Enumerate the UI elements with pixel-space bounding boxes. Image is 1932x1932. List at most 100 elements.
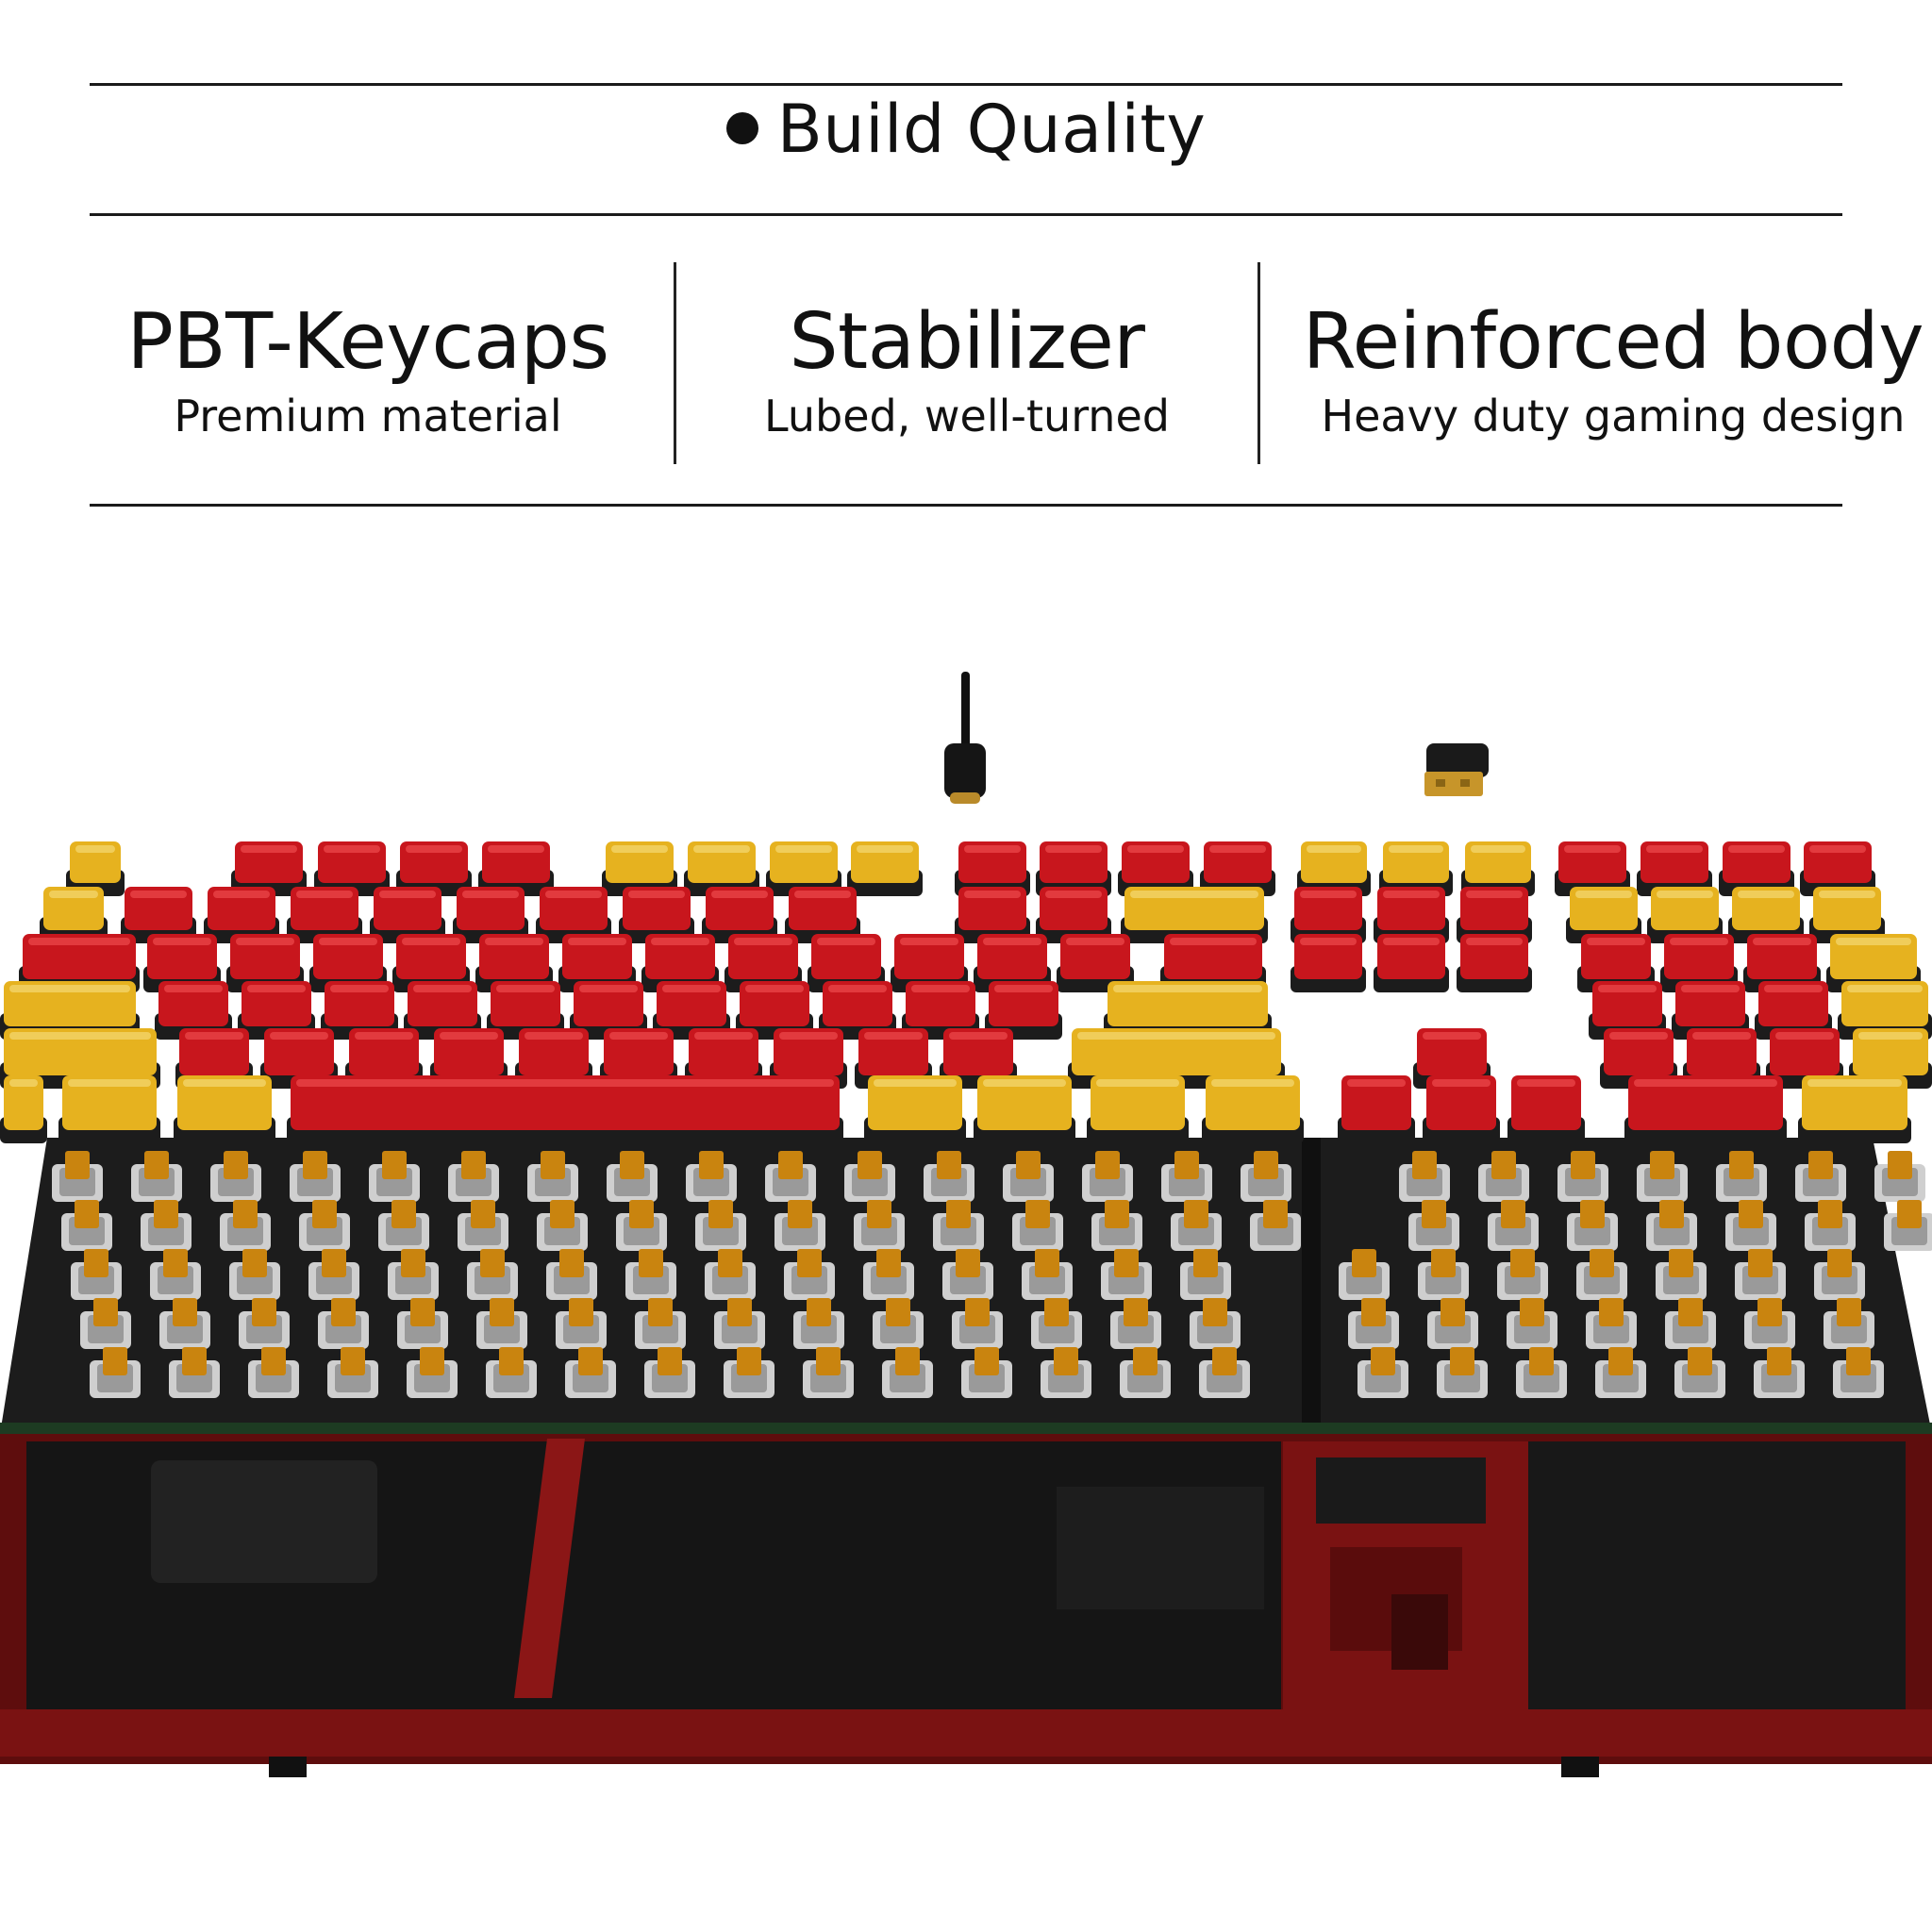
switch [793,1298,844,1349]
switch [1735,1249,1786,1300]
switch [1637,1151,1688,1202]
switch [1250,1200,1301,1251]
switch [1120,1347,1171,1398]
switch [290,1151,341,1202]
feature-keycaps: PBT-Keycaps Premium material [75,297,660,442]
switch [486,1347,537,1398]
bullet-icon [725,111,758,144]
switch [1041,1347,1091,1398]
keycap [453,887,528,943]
switch [1824,1298,1874,1349]
keyboard-case [0,1429,1932,1777]
switch [1110,1298,1161,1349]
keycap [1457,934,1532,992]
keycap [1087,1075,1189,1143]
switch [1656,1249,1707,1300]
keycap [226,934,304,992]
switch [942,1249,993,1300]
feature-title: PBT-Keycaps [126,297,609,387]
switch [90,1347,141,1398]
feature-subtitle: Premium material [174,391,562,442]
switch-grid [52,1151,1932,1398]
switch [248,1347,299,1398]
switch [882,1347,933,1398]
switch [467,1249,518,1300]
switch [80,1298,131,1349]
keycap [619,887,694,943]
switch [1725,1200,1776,1251]
switch [1418,1249,1469,1300]
keycap [1291,934,1366,992]
switch [407,1347,458,1398]
keycap [808,934,885,992]
section-header: Build Quality [0,87,1932,173]
switch [1744,1298,1795,1349]
switch [220,1200,271,1251]
switch [1805,1200,1856,1251]
switch [318,1298,369,1349]
switch [1408,1200,1459,1251]
header-bottom-rule [90,213,1842,216]
switch [1348,1298,1399,1349]
switch [476,1298,527,1349]
switch [1190,1298,1241,1349]
switch [239,1298,290,1349]
switch [1507,1298,1557,1349]
keycap [1202,1075,1304,1143]
switch [388,1249,439,1300]
switch [686,1151,737,1202]
switch [774,1200,825,1251]
feature-title: Stabilizer [789,297,1145,387]
keycap [155,981,232,1040]
switch [1437,1347,1488,1398]
keycap [478,841,554,896]
keycap [174,1075,275,1143]
keycap [404,981,481,1040]
switch [546,1249,597,1300]
usb-c-cable-icon [944,672,986,804]
switch [1665,1298,1716,1349]
switch [724,1347,774,1398]
switch [1101,1249,1152,1300]
switch [635,1298,686,1349]
switch [1884,1200,1932,1251]
switch [1171,1200,1222,1251]
switch [537,1200,588,1251]
switch [705,1249,756,1300]
switch [854,1200,905,1251]
keycap [231,841,307,896]
switch [1833,1347,1884,1398]
keycap [1036,887,1111,943]
switch [1161,1151,1212,1202]
switch [150,1249,201,1300]
switch [1003,1151,1054,1202]
switch [1874,1151,1925,1202]
switch [961,1347,1012,1398]
switch [873,1298,924,1349]
switch [1012,1200,1063,1251]
switch [210,1151,261,1202]
switch [1031,1298,1082,1349]
switch [1586,1298,1637,1349]
keycap [536,887,611,943]
switch [607,1151,658,1202]
switch [1488,1200,1539,1251]
switch [378,1200,429,1251]
switch [1516,1347,1567,1398]
features-bottom-rule [90,504,1842,507]
switch [1497,1249,1548,1300]
switch [1646,1200,1697,1251]
switch [933,1200,984,1251]
switch [1082,1151,1133,1202]
switch [71,1249,122,1300]
switch [448,1151,499,1202]
feature-title: Reinforced body [1302,297,1924,387]
switch [369,1151,420,1202]
header-title: Build Quality [776,91,1207,168]
switch [625,1249,676,1300]
feature-divider [1257,262,1260,464]
feature-subtitle: Heavy duty gaming design [1321,391,1906,442]
switch [1795,1151,1846,1202]
keycap [1423,1075,1500,1143]
switch [1567,1200,1618,1251]
